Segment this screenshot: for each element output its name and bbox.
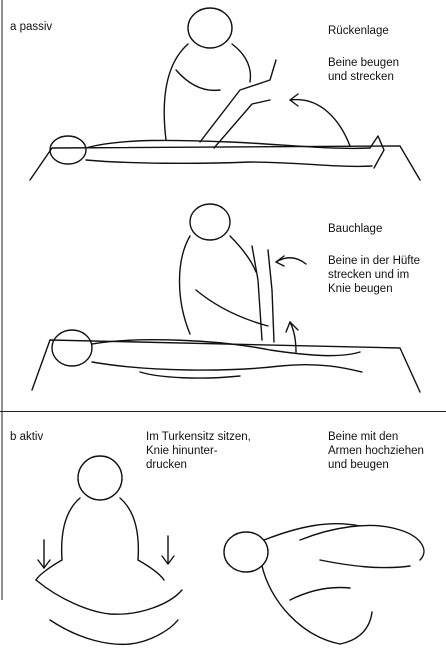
knees-to-chest-illustration [224, 524, 424, 644]
panel4-instruction: Beine mit den Armen hochziehen und beuge… [328, 430, 424, 472]
panel3-instruction: Im Turkensitz sitzen, Knie hinunter- dru… [146, 430, 251, 472]
cross-legged-sitting-illustration [36, 456, 182, 644]
panel1-instruction: Beine beugen und strecken [328, 56, 399, 84]
section-b-label: b aktiv [10, 430, 43, 444]
panel1-title: Rückenlage [328, 24, 389, 38]
section-divider [0, 411, 446, 412]
section-a-label: a passiv [10, 20, 52, 34]
panel2-title: Bauchlage [328, 222, 382, 236]
panel2-instruction: Beine in der Hüfte strecken und im Knie … [328, 254, 420, 296]
